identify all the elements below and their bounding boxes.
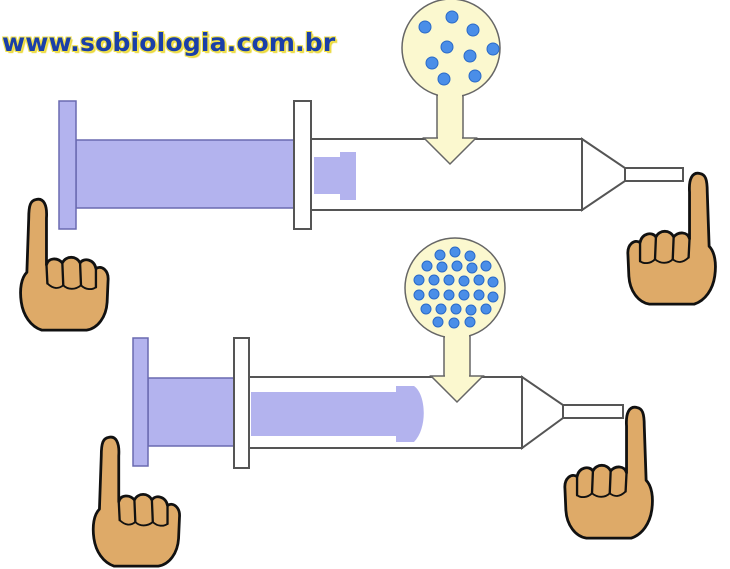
top-thumb-rest [58,100,77,230]
top-nozzle [581,137,626,212]
bottom-nozzle [521,375,564,450]
bottom-gas-bubble-icon [404,237,506,404]
top-finger-flange [293,100,312,230]
bottom-plunger-rod [147,377,235,447]
top-syringe [58,100,684,230]
bottom-syringe [132,337,624,469]
bottom-finger-flange [233,337,250,469]
top-gas-bubble-icon [401,0,501,166]
top-needle [624,167,684,182]
top-right-hand-icon [628,173,716,304]
top-plunger-rod [75,139,295,209]
top-plunger-head [314,152,356,200]
site-url: www.sobiologia.com.br [2,28,336,57]
bottom-thumb-rest [132,337,149,467]
bottom-plunger-head [251,386,424,442]
bottom-right-hand-icon [565,407,653,538]
bottom-needle [562,404,624,419]
top-particles [418,10,500,86]
bottom-particles [413,246,499,329]
